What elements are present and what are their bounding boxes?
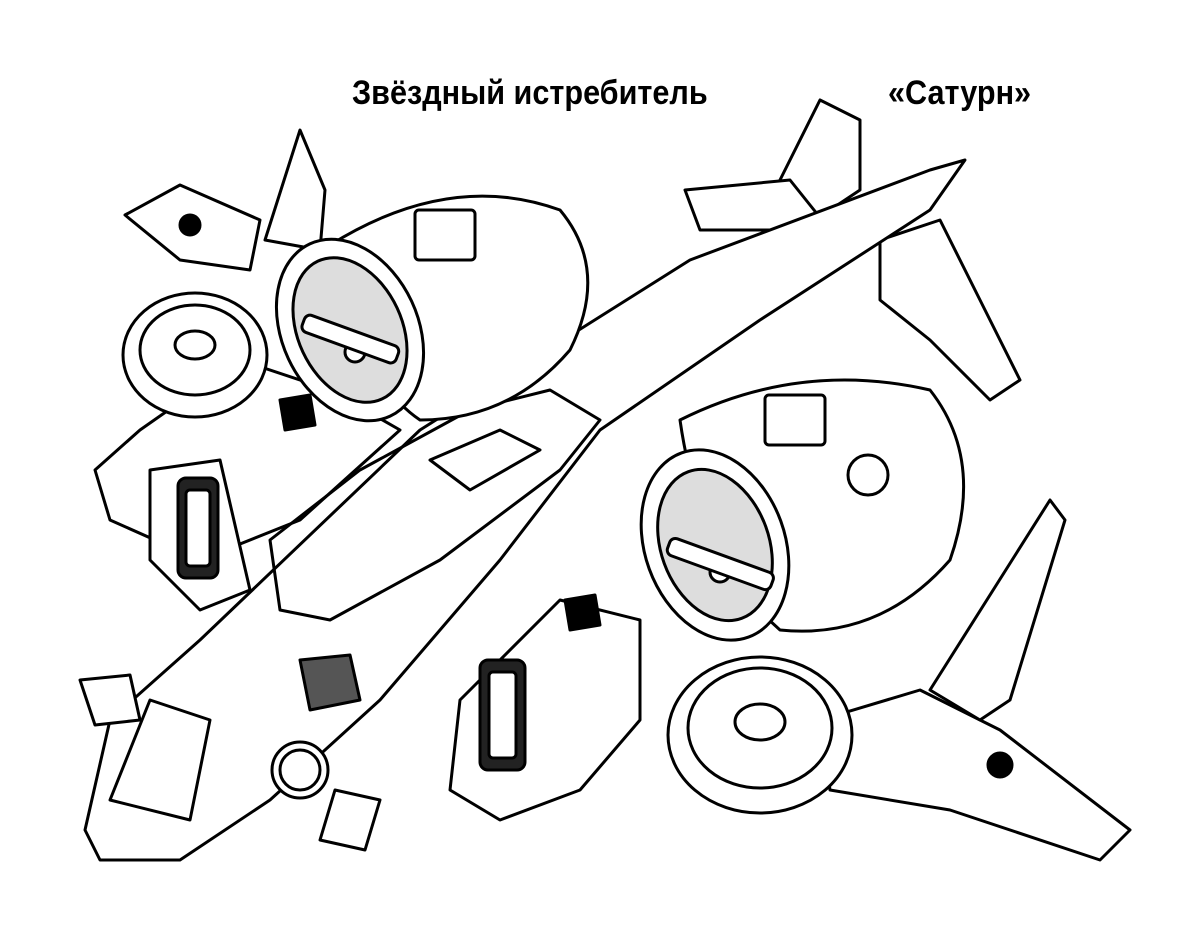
page-title-main: Звёздный истребитель	[352, 74, 708, 112]
fin-upper-left	[123, 128, 327, 272]
engine-upper	[274, 194, 590, 423]
wing-lower-right	[818, 498, 1132, 862]
fan-lower	[666, 655, 854, 815]
page-title-name: «Сатурн»	[888, 74, 1032, 112]
engine-lower	[639, 378, 966, 642]
fan-left	[121, 291, 269, 419]
fin-upper-right	[683, 98, 1022, 402]
lower-hull	[448, 593, 642, 822]
main-fuselage	[78, 158, 967, 862]
